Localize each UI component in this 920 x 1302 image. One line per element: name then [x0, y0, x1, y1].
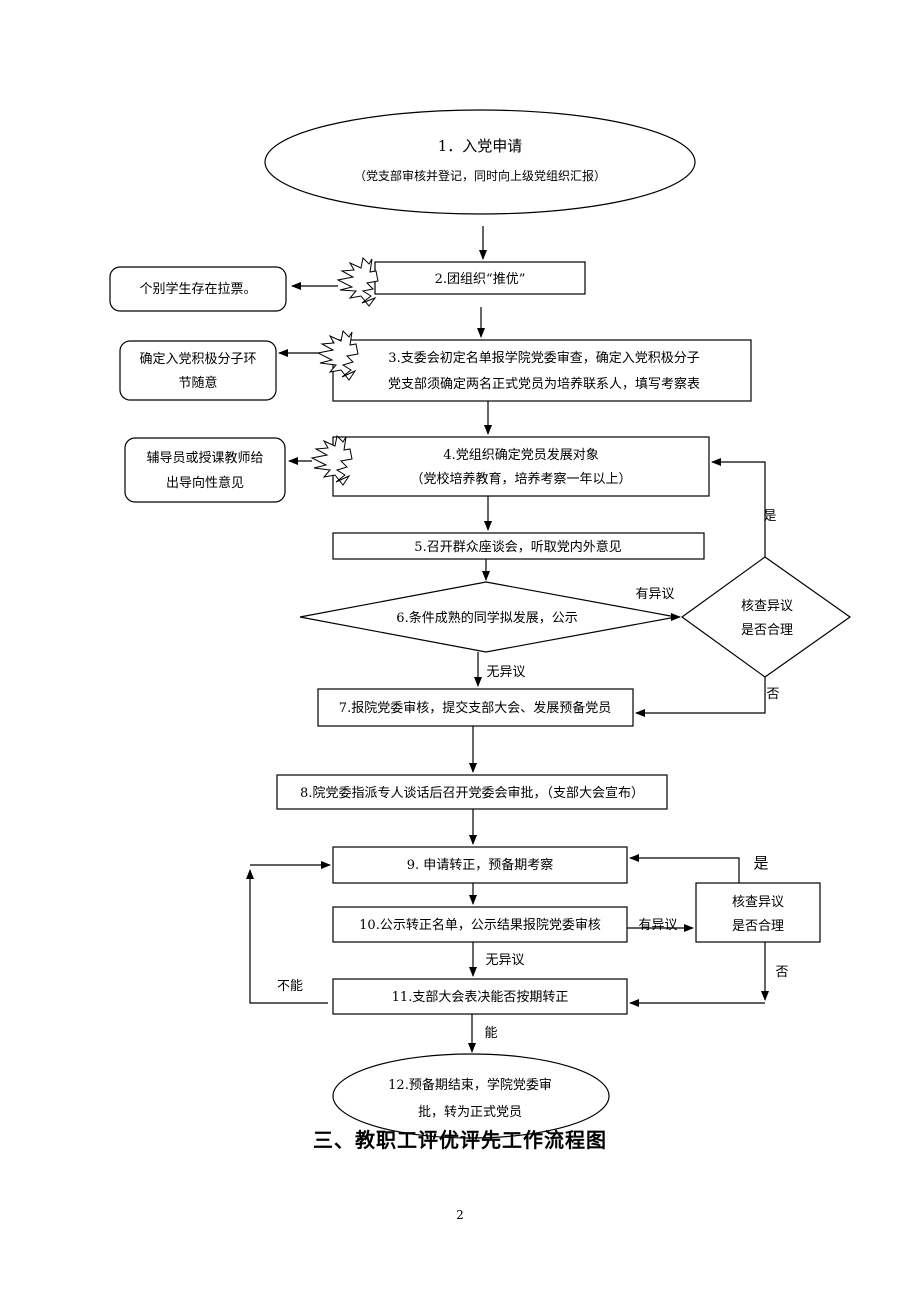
step4-line2: （党校培养教育，培养考察一年以上）	[410, 471, 631, 487]
step12-node: 12.预备期结束，学院党委审 批，转为正式党员	[332, 1053, 610, 1139]
step10-node: 10.公示转正名单，公示结果报院党委审核	[332, 906, 628, 943]
step4-node: 4.党组织确定党员发展对象 （党校培养教育，培养考察一年以上）	[332, 436, 710, 497]
edge-no-2: 否	[775, 965, 788, 980]
step1-subtitle: （党支部审核并登记，同时向上级党组织汇报）	[354, 168, 606, 183]
step2-label: 2.团组织“推优”	[435, 272, 526, 287]
check2-line1: 核查异议	[732, 895, 784, 910]
check1-line1: 核查异议	[741, 599, 793, 614]
arrow-check1-yes	[711, 458, 766, 557]
step9-node: 9. 申请转正，预备期考察	[332, 846, 628, 884]
step12-line1: 12.预备期结束，学院党委审	[388, 1077, 552, 1093]
step3-line2: 党支部须确定两名正式党员为培养联系人，填写考察表	[388, 376, 700, 392]
edge-yes-1: 是	[763, 509, 776, 524]
edge-cannot: 不能	[277, 979, 303, 994]
step9-label: 9. 申请转正，预备期考察	[407, 857, 554, 873]
step8-node: 8.院党委指派专人谈话后召开党委会审批，（支部大会宣布）	[276, 774, 668, 810]
step5-node: 5.召开群众座谈会，听取党内外意见	[332, 532, 705, 560]
check2-line2: 是否合理	[732, 919, 784, 934]
step1-node: 1．入党申请 （党支部审核并登记，同时向上级党组织汇报）	[264, 109, 696, 215]
arrow-check1-no	[635, 677, 766, 717]
check2-node: 核查异议 是否合理	[695, 882, 821, 943]
step10-label: 10.公示转正名单，公示结果报院党委审核	[359, 917, 601, 933]
arrow-check2-yes	[629, 854, 740, 883]
edge-no-objection-2: 无异议	[485, 953, 524, 968]
check1-line2: 是否合理	[741, 623, 793, 638]
step4-line1: 4.党组织确定党员发展对象	[443, 447, 598, 463]
edge-has-objection-1: 有异议	[635, 587, 674, 602]
step11-node: 11.支部大会表决能否按期转正	[332, 978, 628, 1015]
page-number: 2	[456, 1208, 464, 1222]
edge-has-objection-2: 有异议	[638, 918, 677, 933]
step7-label: 7.报院党委审核，提交支部大会、发展预备党员	[339, 700, 611, 716]
risk2-box: 个别学生存在拉票。	[109, 266, 287, 312]
risk4-line2: 出导向性意见	[166, 475, 244, 491]
step12-line2: 批，转为正式党员	[418, 1105, 522, 1120]
step7-node: 7.报院党委审核，提交支部大会、发展预备党员	[317, 688, 634, 727]
check1-node: 核查异议 是否合理	[680, 556, 852, 678]
step3-node: 3.支委会初定名单报学院党委审查，确定入党积极分子 党支部须确定两名正式党员为培…	[332, 339, 752, 402]
edge-no-1: 否	[766, 687, 779, 702]
step8-label: 8.院党委指派专人谈话后召开党委会审批，（支部大会宣布）	[300, 785, 644, 801]
risk3-burst-icon	[316, 329, 359, 381]
risk2-text: 个别学生存在拉票。	[139, 281, 256, 297]
edge-no-objection-1: 无异议	[486, 665, 525, 680]
step6-node: 6.条件成熟的同学拟发展，公示	[299, 581, 677, 653]
risk3-line2: 节随意	[178, 375, 217, 391]
risk3-box: 确定入党积极分子环 节随意	[119, 340, 277, 401]
step3-line1: 3.支委会初定名单报学院党委审查，确定入党积极分子	[388, 350, 699, 366]
step2-node: 2.团组织“推优”	[374, 261, 586, 295]
step1-title: 1．入党申请	[438, 137, 523, 155]
risk2-burst-icon	[336, 256, 379, 307]
risk4-burst-icon	[310, 434, 353, 486]
risk4-line1: 辅导员或授课教师给	[146, 450, 263, 466]
edge-can: 能	[484, 1026, 497, 1041]
step6-label: 6.条件成熟的同学拟发展，公示	[396, 610, 577, 626]
section-title: 三、教职工评优评先工作流程图	[313, 1128, 607, 1152]
step5-label: 5.召开群众座谈会，听取党内外意见	[414, 539, 621, 555]
edge-yes-2: 是	[753, 854, 768, 872]
step11-label: 11.支部大会表决能否按期转正	[392, 990, 569, 1005]
arrow-11-cannot	[246, 869, 328, 1004]
risk4-box: 辅导员或授课教师给 出导向性意见	[124, 437, 286, 503]
risk3-line1: 确定入党积极分子环	[139, 352, 256, 367]
